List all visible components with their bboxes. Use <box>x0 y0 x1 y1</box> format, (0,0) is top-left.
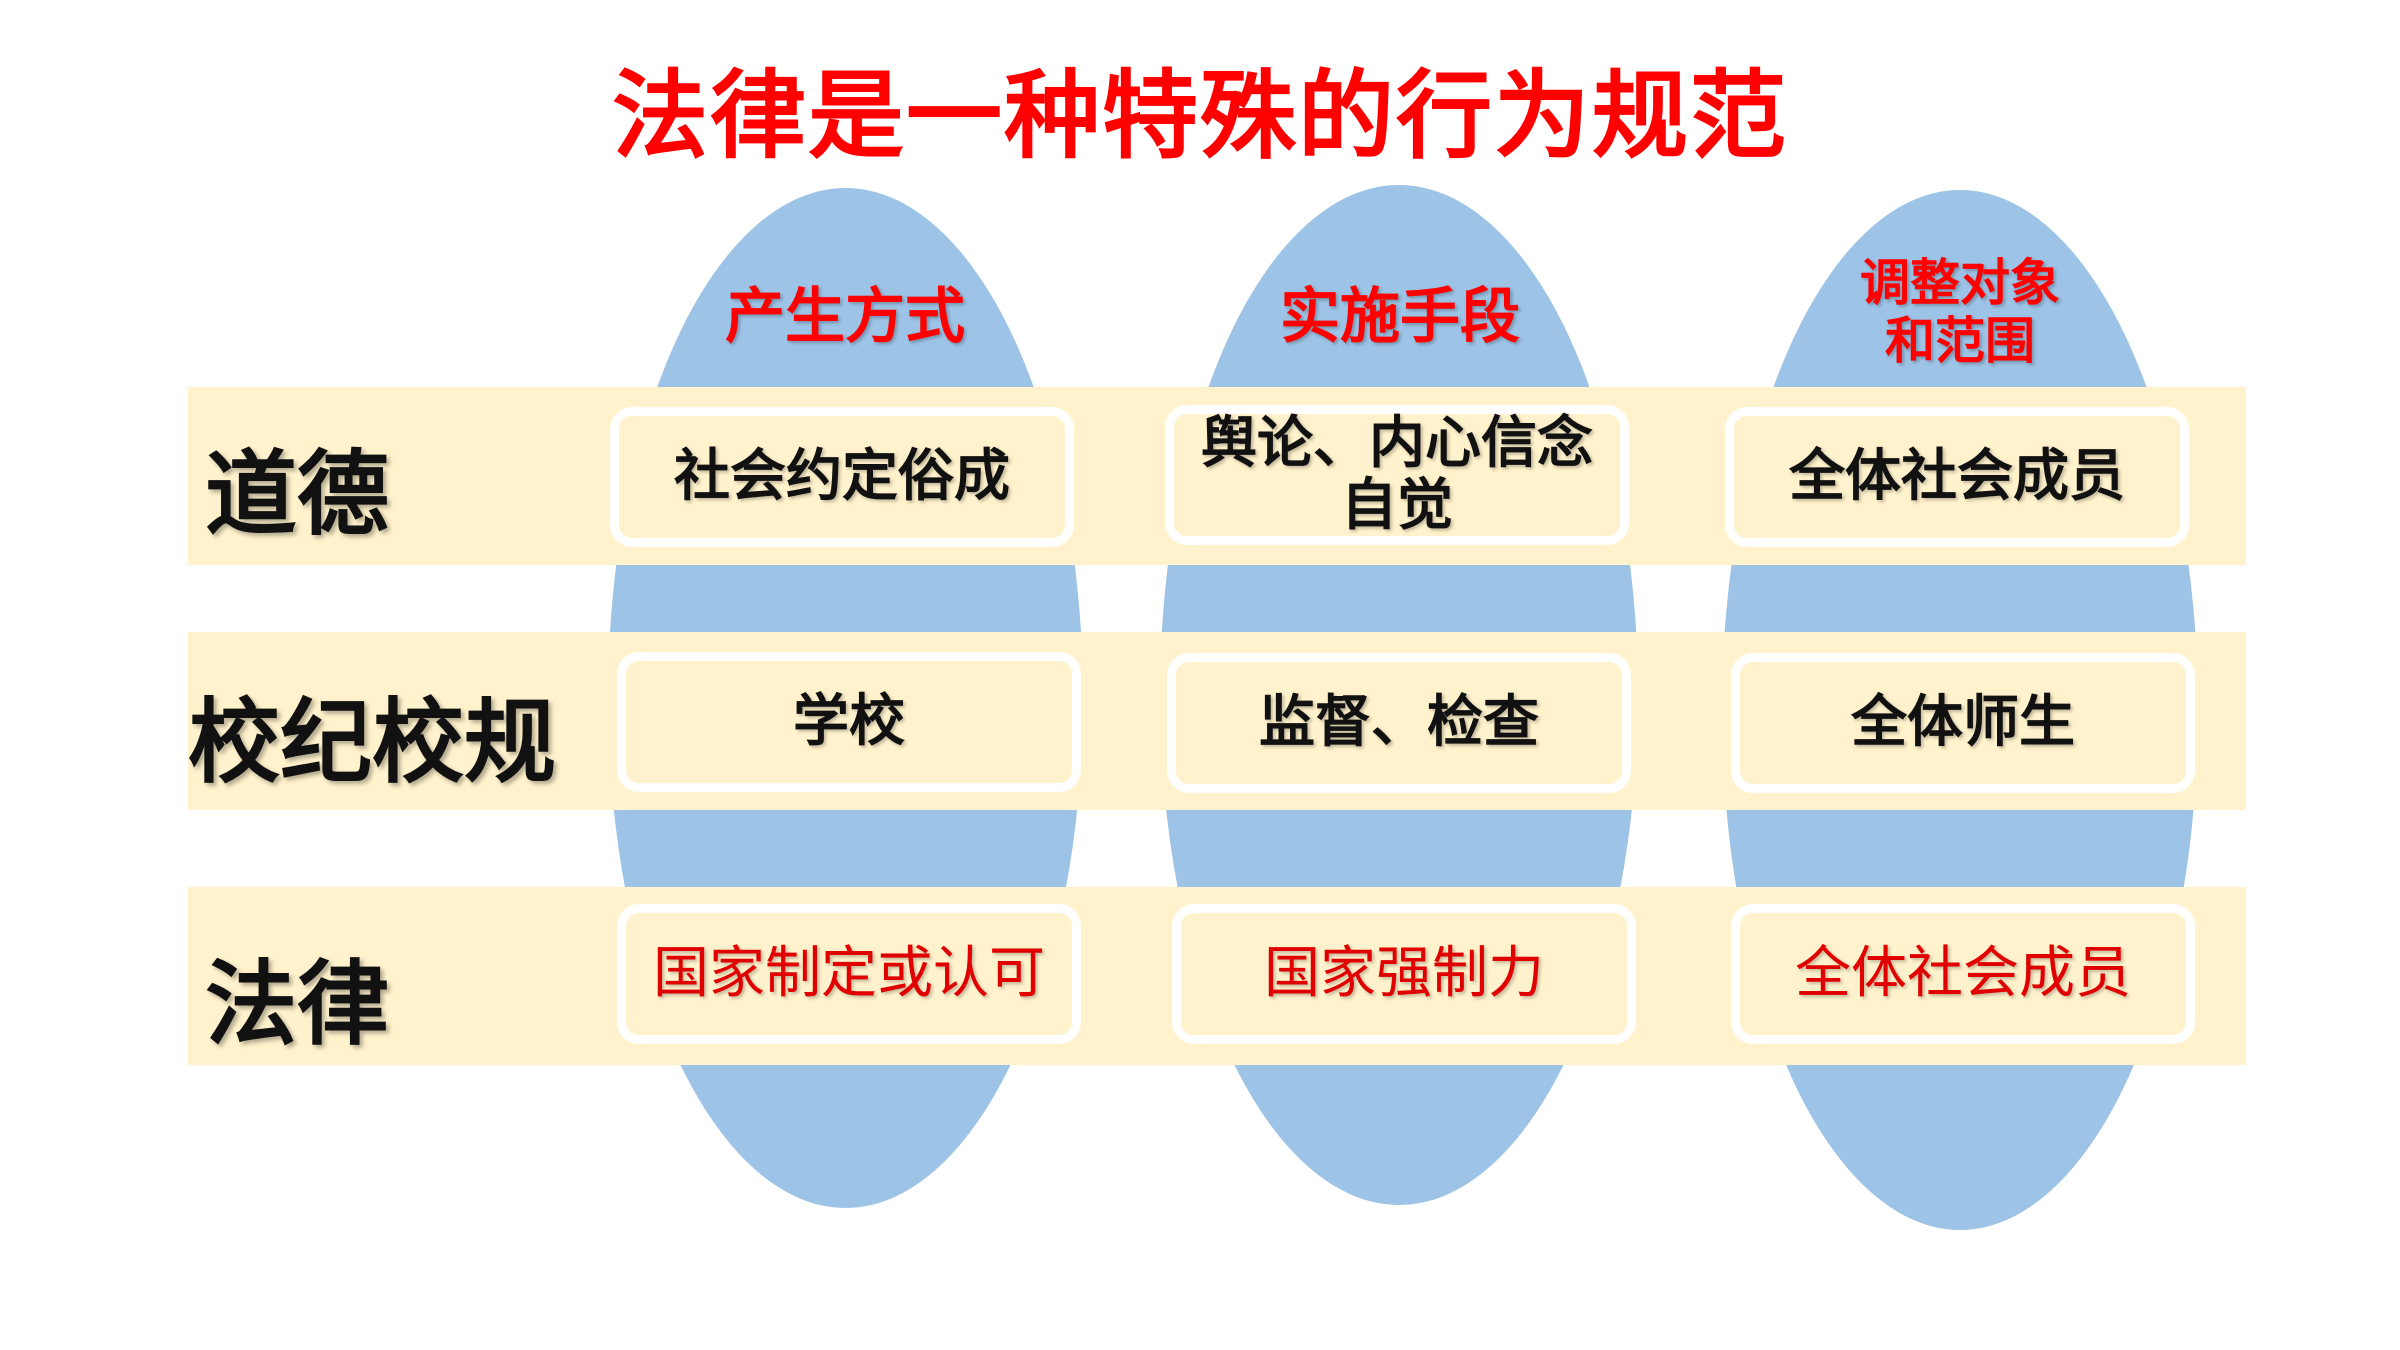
cell-morality-origin: 社会约定俗成 <box>610 407 1074 547</box>
column-header-origin: 产生方式 <box>725 282 965 352</box>
page-title: 法律是一种特殊的行为规范 <box>612 60 1788 172</box>
row-label-morality: 道德 <box>205 441 390 548</box>
cell-law-enforcement: 国家强制力 <box>1172 904 1636 1044</box>
cell-school-enforcement: 监督、检查 <box>1167 653 1631 793</box>
cell-law-scope: 全体社会成员 <box>1731 904 2195 1044</box>
row-label-law: 法律 <box>205 951 390 1058</box>
row-label-school-rules: 校纪校规 <box>188 689 557 796</box>
column-header-enforcement: 实施手段 <box>1280 282 1520 352</box>
cell-law-origin: 国家制定或认可 <box>617 904 1081 1044</box>
cell-morality-scope: 全体社会成员 <box>1725 407 2189 547</box>
cell-morality-enforcement: 舆论、内心信念 自觉 <box>1165 405 1629 545</box>
cell-school-scope: 全体师生 <box>1731 653 2195 793</box>
column-header-scope: 调整对象 和范围 <box>1860 254 2060 370</box>
cell-school-origin: 学校 <box>617 652 1081 792</box>
